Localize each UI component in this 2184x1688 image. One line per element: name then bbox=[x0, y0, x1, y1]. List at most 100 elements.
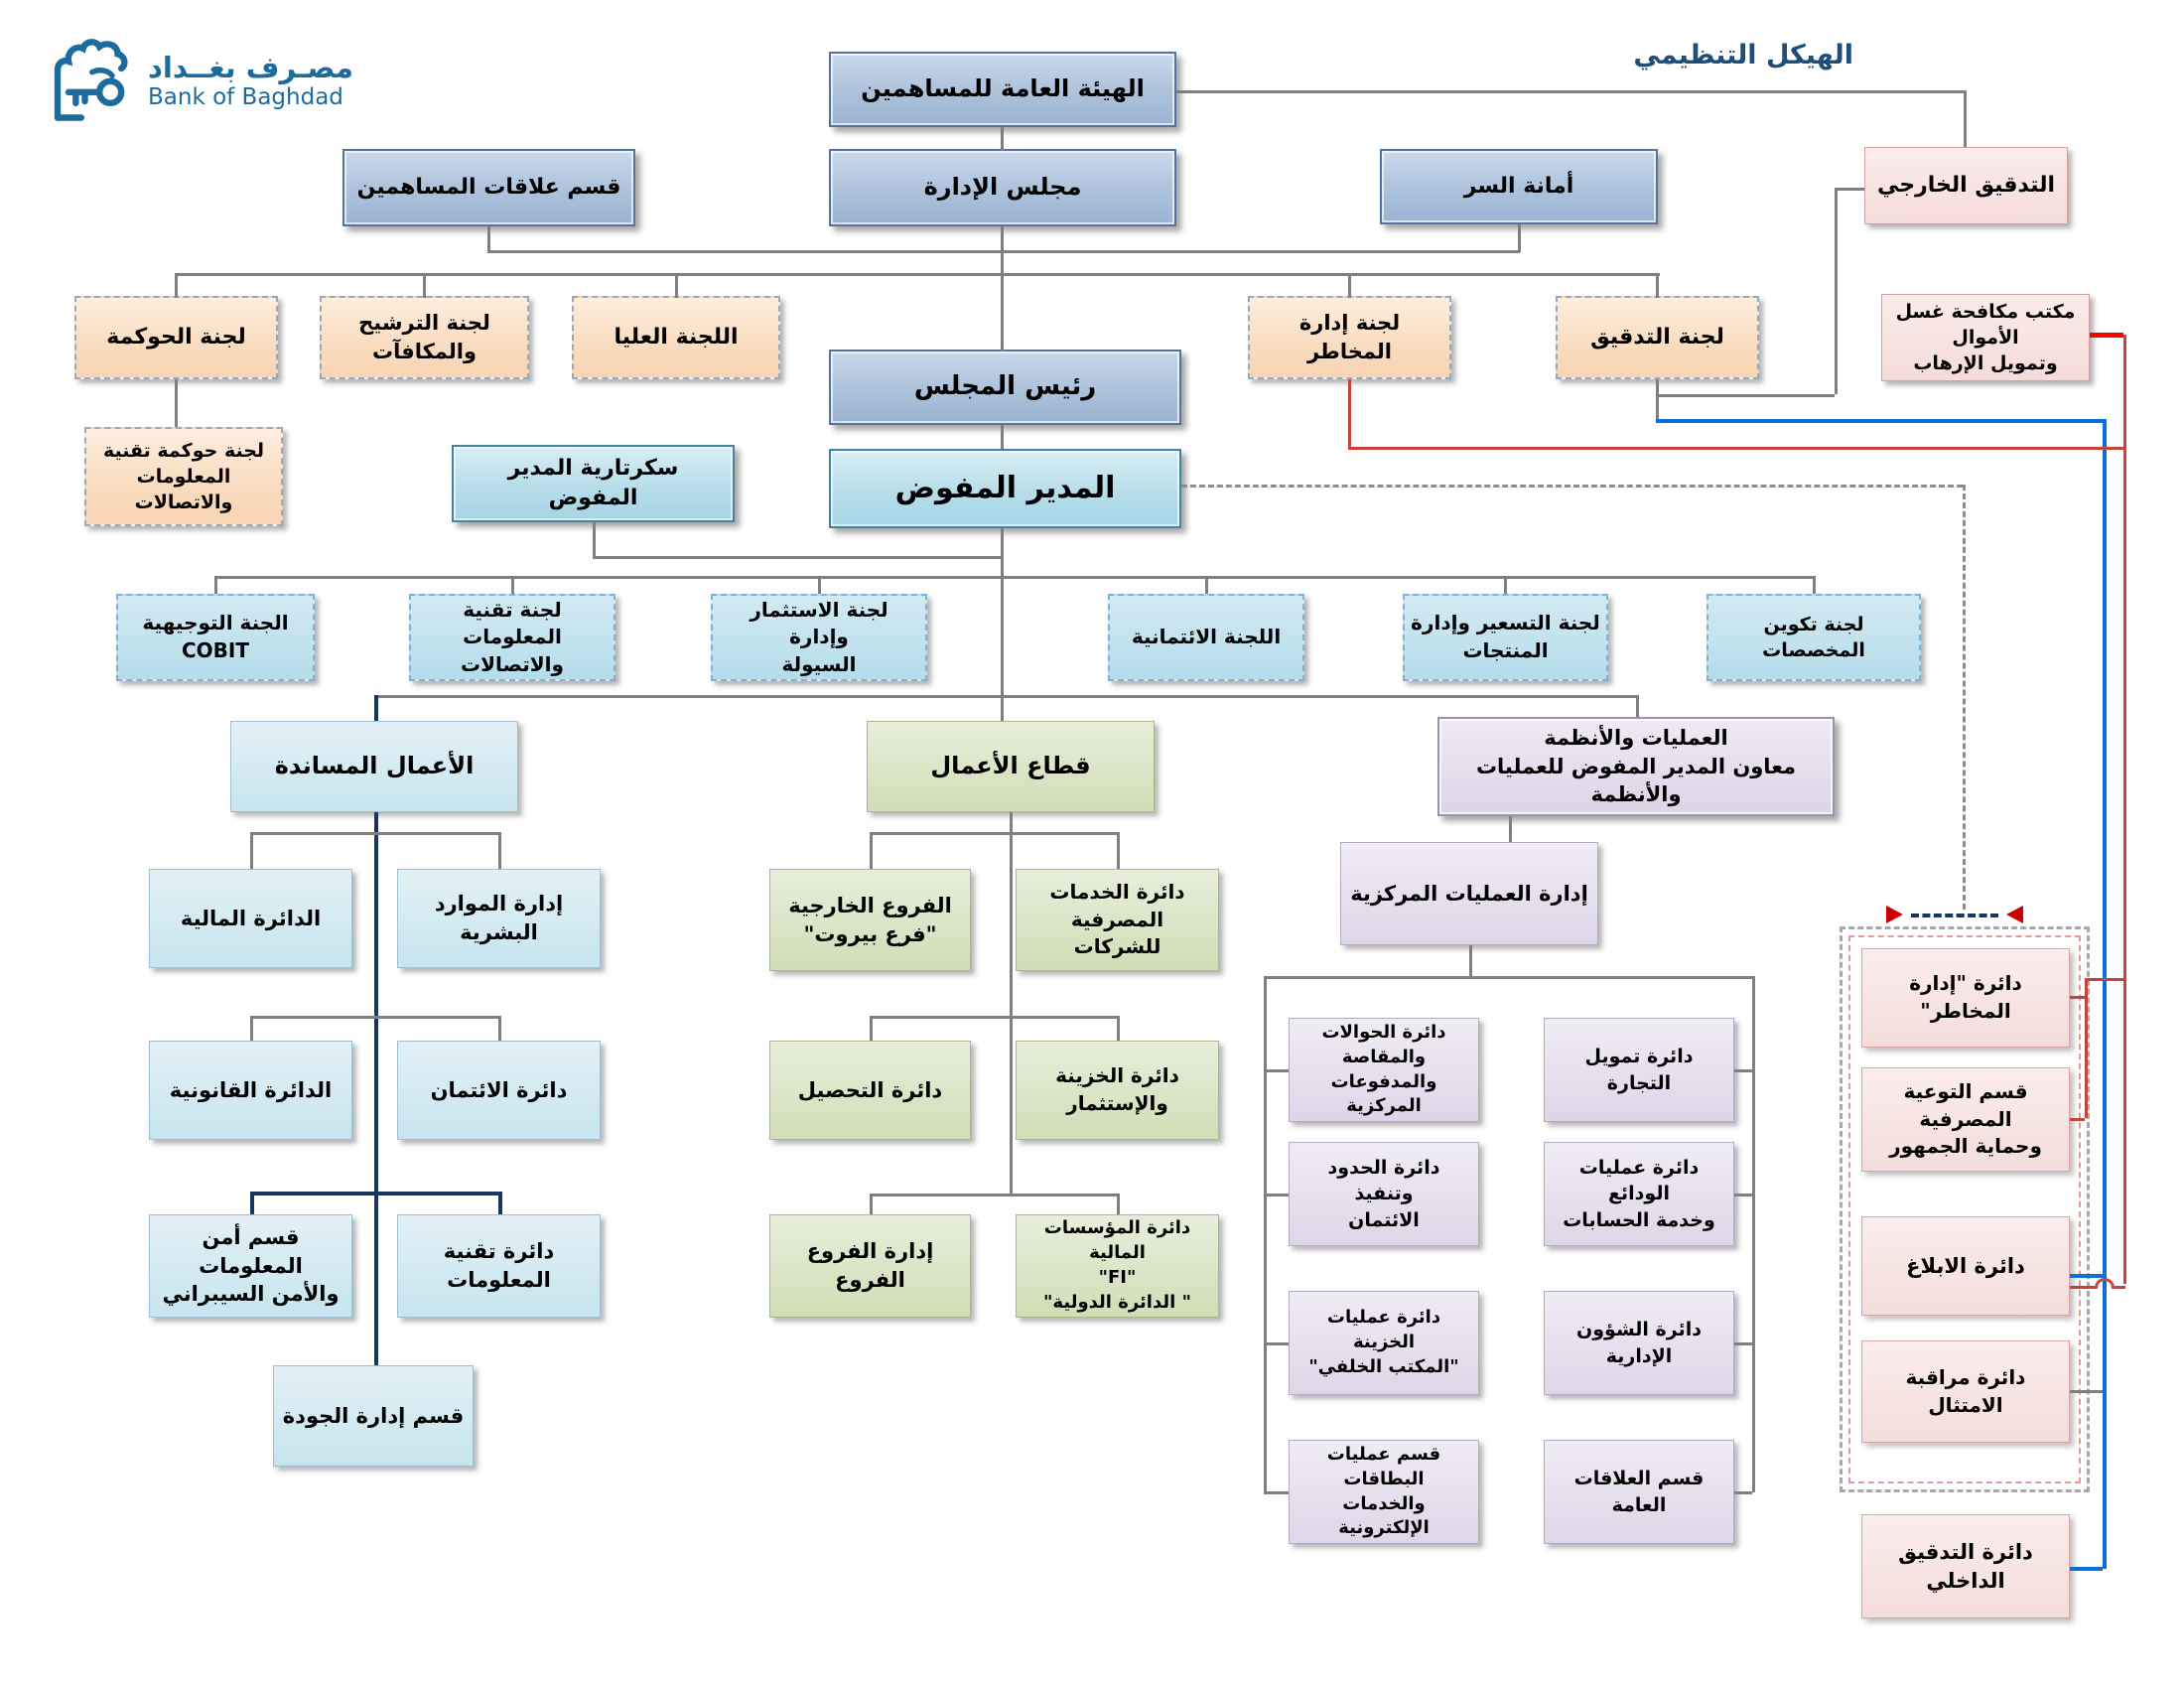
connector-line bbox=[593, 522, 596, 556]
connector-line bbox=[870, 1194, 873, 1214]
connector-line bbox=[498, 1192, 502, 1214]
connector-line bbox=[1181, 485, 1963, 488]
connector-line bbox=[511, 576, 514, 594]
aml-cft-office: مكتب مكافحة غسل الأموال وتمويل الإرهاب bbox=[1881, 294, 2090, 381]
connector-line bbox=[1813, 576, 1816, 594]
connector-line bbox=[1656, 379, 1659, 394]
bank-logo: مصـرف بغــداد Bank of Baghdad bbox=[45, 36, 353, 127]
risk-management-committee: لجنة إدارة المخاطر bbox=[1248, 296, 1451, 379]
connector-line bbox=[1264, 976, 1752, 979]
connector-line bbox=[214, 576, 217, 594]
connector-line bbox=[1734, 1194, 1752, 1196]
connector-line bbox=[1001, 425, 1004, 449]
connector-line bbox=[487, 250, 1520, 253]
supreme-committee: اللجنة العليا bbox=[572, 296, 780, 379]
public-relations-section: قسم العلاقات العامة bbox=[1544, 1440, 1734, 1544]
connector-line bbox=[1001, 226, 1004, 352]
connector-line bbox=[2070, 1274, 2103, 1278]
connector-line bbox=[1205, 576, 1208, 594]
ict-governance-committee: لجنة حوكمة تقنية المعلومات والاتصالات bbox=[84, 427, 283, 526]
connector-line bbox=[2103, 419, 2107, 1569]
connector-line bbox=[1835, 188, 1838, 394]
connector-line bbox=[2070, 1390, 2103, 1393]
provisions-committee: لجنة تكوين المخصصات bbox=[1706, 594, 1921, 681]
connector-line bbox=[1509, 816, 1512, 842]
connector-line bbox=[1752, 976, 1755, 1492]
board-chairman: رئيس المجلس bbox=[829, 350, 1181, 425]
managing-director: المدير المفوض bbox=[829, 449, 1181, 528]
connector-line bbox=[423, 273, 426, 298]
connector-line bbox=[870, 1016, 873, 1041]
compliance-group-container bbox=[1840, 926, 2090, 1492]
connector-line bbox=[1117, 832, 1120, 869]
credit-department: دائرة الائتمان bbox=[397, 1041, 601, 1140]
financial-institutions-department: دائرة المؤسسات المالية "FI" " الدائرة ال… bbox=[1016, 1214, 1219, 1318]
quality-management-section: قسم إدارة الجودة bbox=[273, 1365, 474, 1467]
connector-line bbox=[250, 1016, 498, 1019]
risk-management-department: دائرة "إدارة المخاطر" bbox=[1861, 948, 2070, 1048]
connector-line bbox=[1734, 1069, 1752, 1072]
connector-line bbox=[487, 226, 490, 252]
connector-line bbox=[2090, 333, 2123, 338]
infosec-cybersecurity-section: قسم أمن المعلومات والأمن السيبراني bbox=[149, 1214, 352, 1318]
treasury-investment-department: دائرة الخزينة والإستثمار bbox=[1016, 1041, 1219, 1140]
deposits-accounts-department: دائرة عمليات الودائع وخدمة الحسابات bbox=[1544, 1142, 1734, 1246]
connector-line bbox=[1117, 1016, 1120, 1041]
cards-eservices-section: قسم عمليات البطاقات والخدمات الإلكترونية bbox=[1289, 1440, 1479, 1544]
red-line-hop-arc bbox=[2095, 1278, 2115, 1289]
connector-line bbox=[870, 1194, 1117, 1196]
connector-line bbox=[2070, 1286, 2095, 1289]
hr-department: إدارة الموارد البشرية bbox=[397, 869, 601, 968]
connector-line bbox=[675, 273, 678, 298]
connector-line bbox=[175, 273, 1660, 276]
connector-line bbox=[593, 556, 1001, 559]
board-secretariat: أمانة السر bbox=[1380, 149, 1658, 224]
connector-line bbox=[2115, 1286, 2125, 1289]
internal-audit-department: دائرة التدقيق الداخلي bbox=[1861, 1514, 2070, 1618]
limits-credit-execution-department: دائرة الحدود وتنفيذ الائتمان bbox=[1289, 1142, 1479, 1246]
connector-line bbox=[1001, 528, 1004, 721]
connector-line bbox=[2070, 1567, 2103, 1571]
ict-committee: لجنة تقنية المعلومات والاتصالات bbox=[409, 594, 615, 681]
it-department: دائرة تقنية المعلومات bbox=[397, 1214, 601, 1318]
connector-line bbox=[1264, 1194, 1289, 1196]
support-functions: الأعمال المساندة bbox=[230, 721, 518, 812]
investment-liquidity-committee: لجنة الاستثمار وإدارة السيولة bbox=[711, 594, 927, 681]
connector-line bbox=[1010, 812, 1013, 1194]
bank-name-arabic: مصـرف بغــداد bbox=[148, 51, 353, 85]
admin-affairs-department: دائرة الشؤون الإدارية bbox=[1544, 1291, 1734, 1395]
external-audit: التدقيق الخارجي bbox=[1864, 147, 2068, 224]
connector-line bbox=[214, 576, 1814, 579]
connector-line bbox=[1117, 1194, 1120, 1214]
arrow-right-icon bbox=[1886, 906, 1903, 923]
general-assembly: الهيئة العامة للمساهمين bbox=[829, 52, 1176, 127]
connector-line bbox=[1518, 224, 1521, 252]
connector-line bbox=[1264, 1342, 1289, 1345]
connector-line bbox=[1469, 945, 1472, 976]
connector-line bbox=[870, 832, 873, 869]
nomination-remuneration-committee: لجنة الترشيح والمكافآت bbox=[320, 296, 529, 379]
banking-awareness-section: قسم التوعية المصرفية وحماية الجمهور bbox=[1861, 1067, 2070, 1172]
connector-line bbox=[1348, 379, 1351, 447]
connector-line bbox=[2070, 1118, 2085, 1121]
connector-line bbox=[498, 832, 501, 869]
arrow-left-icon bbox=[2006, 906, 2023, 923]
connector-line bbox=[1656, 273, 1659, 298]
branches-management: إدارة الفروع الفروع bbox=[769, 1214, 971, 1318]
connector-line bbox=[1504, 576, 1507, 594]
connector-line bbox=[1734, 1342, 1752, 1345]
audit-committee: لجنة التدقيق bbox=[1556, 296, 1759, 379]
connector-line bbox=[1176, 90, 1966, 93]
md-secretariat: سكرتارية المدير المفوض bbox=[452, 445, 735, 522]
connector-line bbox=[250, 1016, 253, 1041]
connector-line bbox=[1001, 127, 1004, 151]
central-operations-management: إدارة العمليات المركزية bbox=[1340, 842, 1598, 945]
external-branches: الفروع الخارجية "فرع بيروت" bbox=[769, 869, 971, 971]
compliance-group-inner-border bbox=[1848, 935, 2081, 1483]
connector-line bbox=[1911, 914, 1998, 917]
page-title: الهيكل التنظيمي bbox=[1633, 40, 1853, 70]
connector-line bbox=[2085, 978, 2123, 981]
connector-line bbox=[2085, 978, 2088, 1118]
connector-line bbox=[374, 812, 378, 1365]
operations-systems: العمليات والأنظمة معاون المدير المفوض لل… bbox=[1437, 717, 1835, 816]
